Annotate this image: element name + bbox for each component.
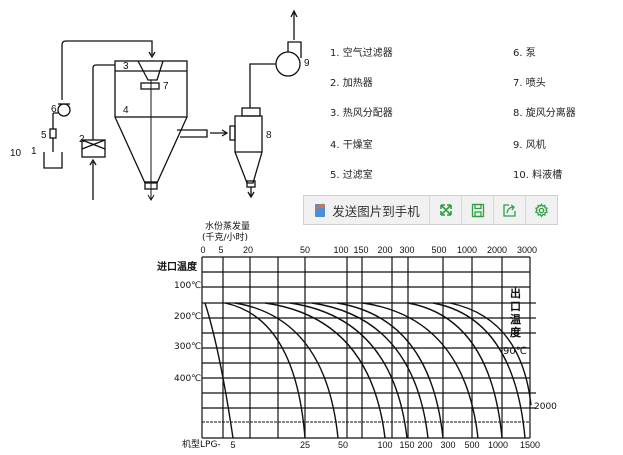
outlet-temp-value: 90℃ <box>503 346 527 357</box>
outlet-duct <box>177 129 208 138</box>
top-tick-label: 150 <box>353 245 369 255</box>
pipe <box>52 112 58 129</box>
top-tick-label: 500 <box>431 245 447 255</box>
settings-button[interactable] <box>526 196 557 224</box>
model-tick-label: 200 <box>417 440 433 450</box>
model-tick-label: 100 <box>377 440 393 450</box>
curve-lpg-200 <box>311 302 429 439</box>
label-3: 3 <box>123 61 129 72</box>
top-tick-label: 0 <box>200 245 206 255</box>
legend-item: 4. 干燥室 <box>330 140 373 151</box>
outlet-temp-char: 出 <box>510 287 521 300</box>
model-tick-label: 50 <box>337 440 349 450</box>
legend-item: 7. 喷头 <box>513 78 546 89</box>
hot-air-pipe <box>92 64 115 140</box>
nozzle-7 <box>140 82 160 90</box>
heater-cross <box>81 139 106 150</box>
top-axis-unit: (千克/小时) <box>202 233 249 243</box>
curve-lpg-25 <box>224 302 306 439</box>
phone-send-icon <box>315 203 326 217</box>
label-8: 8 <box>266 130 272 141</box>
model-tick-label: 1500 <box>519 440 541 450</box>
legend-item: 1. 空气过滤器 <box>330 48 393 59</box>
curve-lpg-5 <box>204 302 234 439</box>
curve-lpg-300 <box>336 302 444 439</box>
curve-lpg-500 <box>362 302 479 439</box>
top-tick-label: 1000 <box>456 245 478 255</box>
label-5: 5 <box>41 130 47 141</box>
model-tick-label: 300 <box>440 440 456 450</box>
label-6: 6 <box>51 104 57 115</box>
top-tick-label: 2000 <box>486 245 508 255</box>
curve-lpg-1000 <box>407 302 503 439</box>
share-button[interactable] <box>494 196 526 224</box>
legend-item: 2. 加热器 <box>330 78 373 89</box>
label-2: 2 <box>79 134 85 145</box>
model-label: 机型LPG- <box>182 440 221 450</box>
save-button[interactable] <box>462 196 494 224</box>
label-7: 7 <box>163 81 169 92</box>
top-tick-label: 100 <box>333 245 349 255</box>
outlet-temp-char: 温 <box>510 313 521 326</box>
label-1: 1 <box>31 146 37 157</box>
air-inlet-arrow <box>89 158 97 200</box>
tank-10 <box>43 152 63 169</box>
y-tick-label: 200℃ <box>174 312 202 322</box>
flow-arrow <box>210 129 229 137</box>
top-tick-label: 20 <box>242 245 254 255</box>
label-4: 4 <box>123 105 129 116</box>
model-tick-label: 25 <box>299 440 311 450</box>
send-to-phone-label: 发送图片到手机 <box>332 203 420 219</box>
model-tick-label: 5 <box>230 440 236 450</box>
legend-item: 8. 旋风分离器 <box>513 108 576 119</box>
fullscreen-icon <box>439 204 452 216</box>
share-icon <box>503 203 516 217</box>
legend-item: 9. 风机 <box>513 140 546 151</box>
chart-title: 水份蒸发量 <box>205 222 251 232</box>
model-tick-label: 1000 <box>487 440 509 450</box>
curve-lpg-1500 <box>432 302 526 439</box>
model-tick-label: 2000 <box>534 402 557 412</box>
curve-lpg-100 <box>264 302 386 439</box>
settings-icon <box>534 202 549 218</box>
model-tick-label: 150 <box>399 440 415 450</box>
y-tick-label: 300℃ <box>174 342 202 352</box>
label-10: 10 <box>10 148 22 159</box>
legend-item: 3. 热风分配器 <box>330 108 393 119</box>
exhaust-arrow <box>290 9 298 40</box>
y-tick-label: 100℃ <box>174 281 202 291</box>
outlet-temp-char: 口 <box>510 300 521 313</box>
curve-lpg-2000 <box>449 302 532 406</box>
send-to-phone-button[interactable]: 发送图片到手机 <box>304 196 430 224</box>
top-tick-label: 200 <box>377 245 393 255</box>
save-icon <box>471 203 484 217</box>
legend-item: 5. 过滤室 <box>330 170 373 181</box>
fan-housing <box>287 41 302 58</box>
legend-item: 6. 泵 <box>513 48 536 59</box>
top-tick-label: 3000 <box>516 245 538 255</box>
cyclone-outlet <box>249 63 276 108</box>
legend-item: 10. 料液槽 <box>513 170 563 181</box>
y-tick-label: 400℃ <box>174 374 202 384</box>
centerline-arrow <box>147 80 155 201</box>
top-tick-label: 5 <box>218 245 224 255</box>
image-toolbar: 发送图片到手机 <box>303 195 558 225</box>
fullscreen-button[interactable] <box>430 196 462 224</box>
top-tick-label: 300 <box>399 245 415 255</box>
arrow-icon <box>148 51 156 59</box>
feed-pipe <box>61 40 153 100</box>
curve-lpg-50 <box>234 302 339 439</box>
curve-lpg-150 <box>289 302 408 439</box>
y-axis-label: 进口温度 <box>157 262 197 273</box>
label-9: 9 <box>304 58 310 69</box>
air-distributor-3 <box>137 60 164 81</box>
flow-arrow <box>247 187 255 199</box>
top-tick-label: 50 <box>299 245 311 255</box>
model-tick-label: 500 <box>464 440 480 450</box>
